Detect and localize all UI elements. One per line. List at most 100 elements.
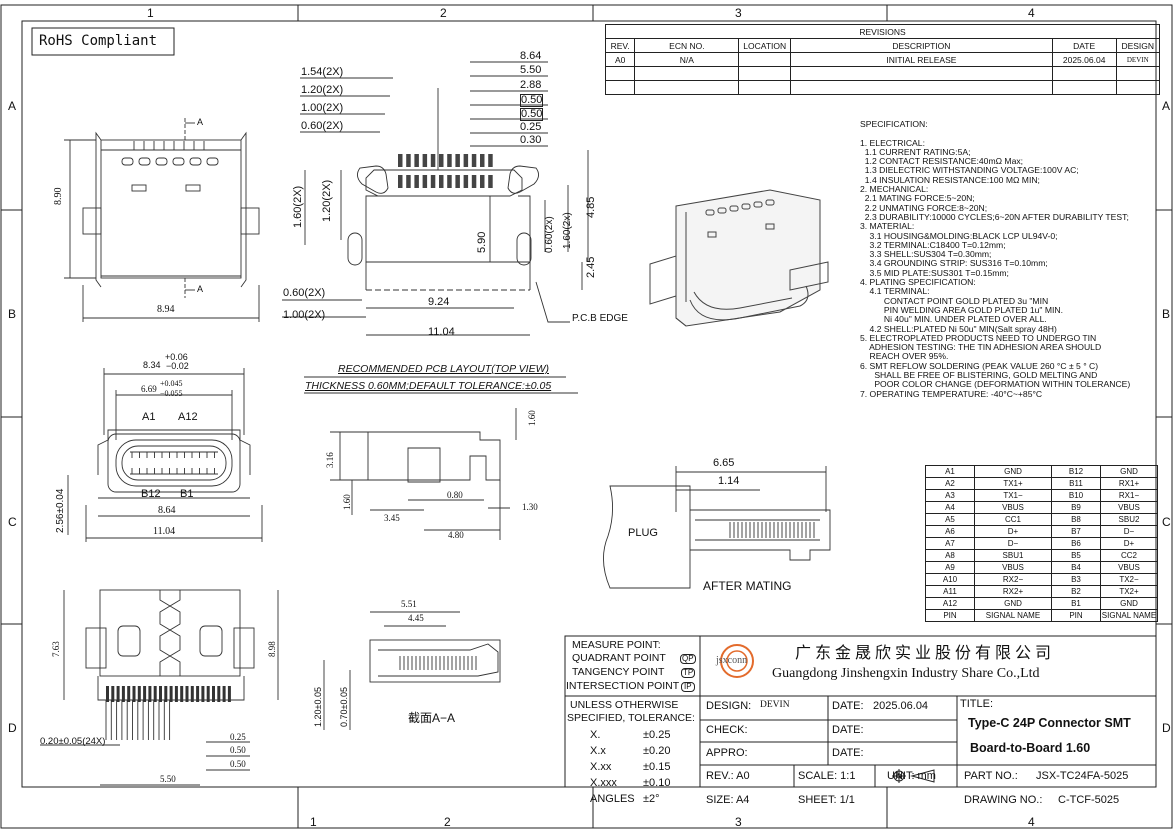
design-header: DESIGN [1115, 38, 1160, 53]
pinout-cell: PIN [1051, 609, 1101, 622]
col-label-3-bottom: 3 [735, 815, 742, 829]
measure-quadrant: QUADRANT POINT [572, 652, 666, 664]
pcb-caption: RECOMMENDED PCB LAYOUT(TOP VIEW) [338, 363, 549, 375]
pinout-cell: A9 [925, 561, 975, 574]
section-dim-2: 4.45 [408, 613, 424, 623]
front-tol-plus: +0.06 [165, 352, 188, 362]
unit-label: UNIT: mm [887, 770, 936, 782]
code-qp: QP [680, 654, 696, 664]
pinout-cell: VBUS [1100, 561, 1158, 574]
front-width-1: 8.64 [158, 505, 176, 516]
pin-label-a12: A12 [178, 411, 198, 423]
col-label-1: 1 [147, 6, 154, 20]
top-view-drawing [64, 118, 260, 322]
section-label: 截面A−A [408, 711, 456, 725]
pcb-vdim-7: 2.45 [585, 256, 597, 278]
pinout-cell: SIGNAL NAME [974, 609, 1052, 622]
tolerance-head-2: SPECIFIED, TOLERANCE: [567, 712, 695, 724]
bottom-dim-2: 8.98 [267, 641, 277, 657]
part-no-value: JSX-TC24FA-5025 [1036, 770, 1129, 782]
description-value: INITIAL RELEASE [789, 52, 1053, 67]
company-name-en: Guangdong Jinshengxin Industry Share Co.… [772, 666, 1040, 681]
pinout-cell: B6 [1051, 537, 1101, 550]
side-dim-3: 0.80 [447, 490, 463, 500]
measure-point-title: MEASURE POINT: [572, 639, 661, 651]
side-dim-6: 4.80 [448, 530, 464, 540]
pinout-cell: D− [974, 537, 1052, 550]
pin-label-b1: B1 [180, 488, 194, 500]
rev-label: REV.: A0 [706, 770, 750, 782]
appro-label: APPRO: [706, 747, 748, 759]
pinout-cell: RX2+ [974, 585, 1052, 598]
tolerance-value: ±0.20 [643, 745, 671, 757]
bottom-dim-5: 0.50 [230, 745, 246, 755]
after-mating-caption: AFTER MATING [703, 579, 792, 593]
pcb-caption-2: THICKNESS 0.60MM;DEFAULT TOLERANCE:±0.05 [305, 380, 552, 392]
row-label-a: A [8, 99, 17, 113]
row-label-d: D [8, 721, 17, 735]
pinout-cell: CC1 [974, 513, 1052, 526]
pinout-cell: A3 [925, 489, 975, 502]
pcb-vdim-1: 1.60(2X) [292, 185, 304, 228]
pinout-cell: B10 [1051, 489, 1101, 502]
design-value: DEVIN [760, 700, 790, 710]
front-inner-dim: 6.69 [141, 384, 157, 394]
code-tp: TP [681, 668, 696, 678]
location-value [738, 52, 791, 67]
pcb-edge-label: P.C.B EDGE [572, 313, 628, 324]
company-name-cn: 广 东 金 晟 欣 实 业 股 份 有 限 公 司 [795, 645, 1052, 662]
row-label-a-right: A [1162, 99, 1171, 113]
description-header: DESCRIPTION [789, 38, 1053, 53]
bottom-dim-6: 0.50 [230, 759, 246, 769]
specification-text: SPECIFICATION: 1. ELECTRICAL: 1.1 CURREN… [860, 119, 1131, 399]
pinout-cell: D+ [1100, 537, 1158, 550]
pinout-cell: A4 [925, 501, 975, 514]
row-label-c-right: C [1162, 515, 1171, 529]
bottom-dim-3: 0.20±0.05(24X) [40, 736, 106, 747]
col-label-3: 3 [735, 6, 742, 20]
projection-symbol [892, 769, 935, 783]
plug-label: PLUG [628, 527, 658, 539]
pinout-cell: RX2− [974, 573, 1052, 586]
row-label-b-right: B [1162, 307, 1171, 321]
pinout-cell: SBU2 [1100, 513, 1158, 526]
mating-drawing [603, 466, 831, 589]
company-logo [720, 644, 754, 678]
side-dim-4: 1.30 [522, 502, 538, 512]
title-line-1: Type-C 24P Connector SMT [968, 716, 1131, 730]
pinout-cell: A6 [925, 525, 975, 538]
pinout-cell: B8 [1051, 513, 1101, 526]
pcb-dim-1: 1.54(2X) [301, 66, 344, 78]
side-dim-5: 3.45 [384, 513, 400, 523]
part-no-label: PART NO.: [964, 770, 1018, 782]
pcb-dim-r7: 0.30 [520, 134, 542, 146]
front-top-dim: 8.34 [143, 360, 161, 370]
pinout-cell: TX2+ [1100, 585, 1158, 598]
side-dim-2: 1.60 [342, 494, 352, 510]
pinout-cell: A2 [925, 477, 975, 490]
tolerance-label: ANGLES [590, 793, 635, 805]
row-label-c: C [8, 515, 17, 529]
row-label-d-right: D [1162, 721, 1171, 735]
pcb-dim-2: 1.20(2X) [301, 84, 344, 96]
side-dim-1: 3.16 [325, 452, 335, 468]
ecn-value: N/A [634, 52, 740, 67]
pcb-vdim-2: 1.20(2X) [321, 179, 333, 222]
pinout-cell: GND [1100, 465, 1158, 478]
front-tol-minus: −0.02 [166, 361, 189, 371]
tolerance-label: X.xxx [590, 777, 617, 789]
pinout-cell: B12 [1051, 465, 1101, 478]
sheet-label: SHEET: 1/1 [798, 794, 855, 806]
pinout-cell: A1 [925, 465, 975, 478]
location-header: LOCATION [738, 38, 791, 53]
tolerance-value: ±0.15 [643, 761, 671, 773]
pcb-vdim-4: 0.60(2x) [544, 216, 555, 253]
mating-dim-1: 6.65 [713, 457, 735, 469]
